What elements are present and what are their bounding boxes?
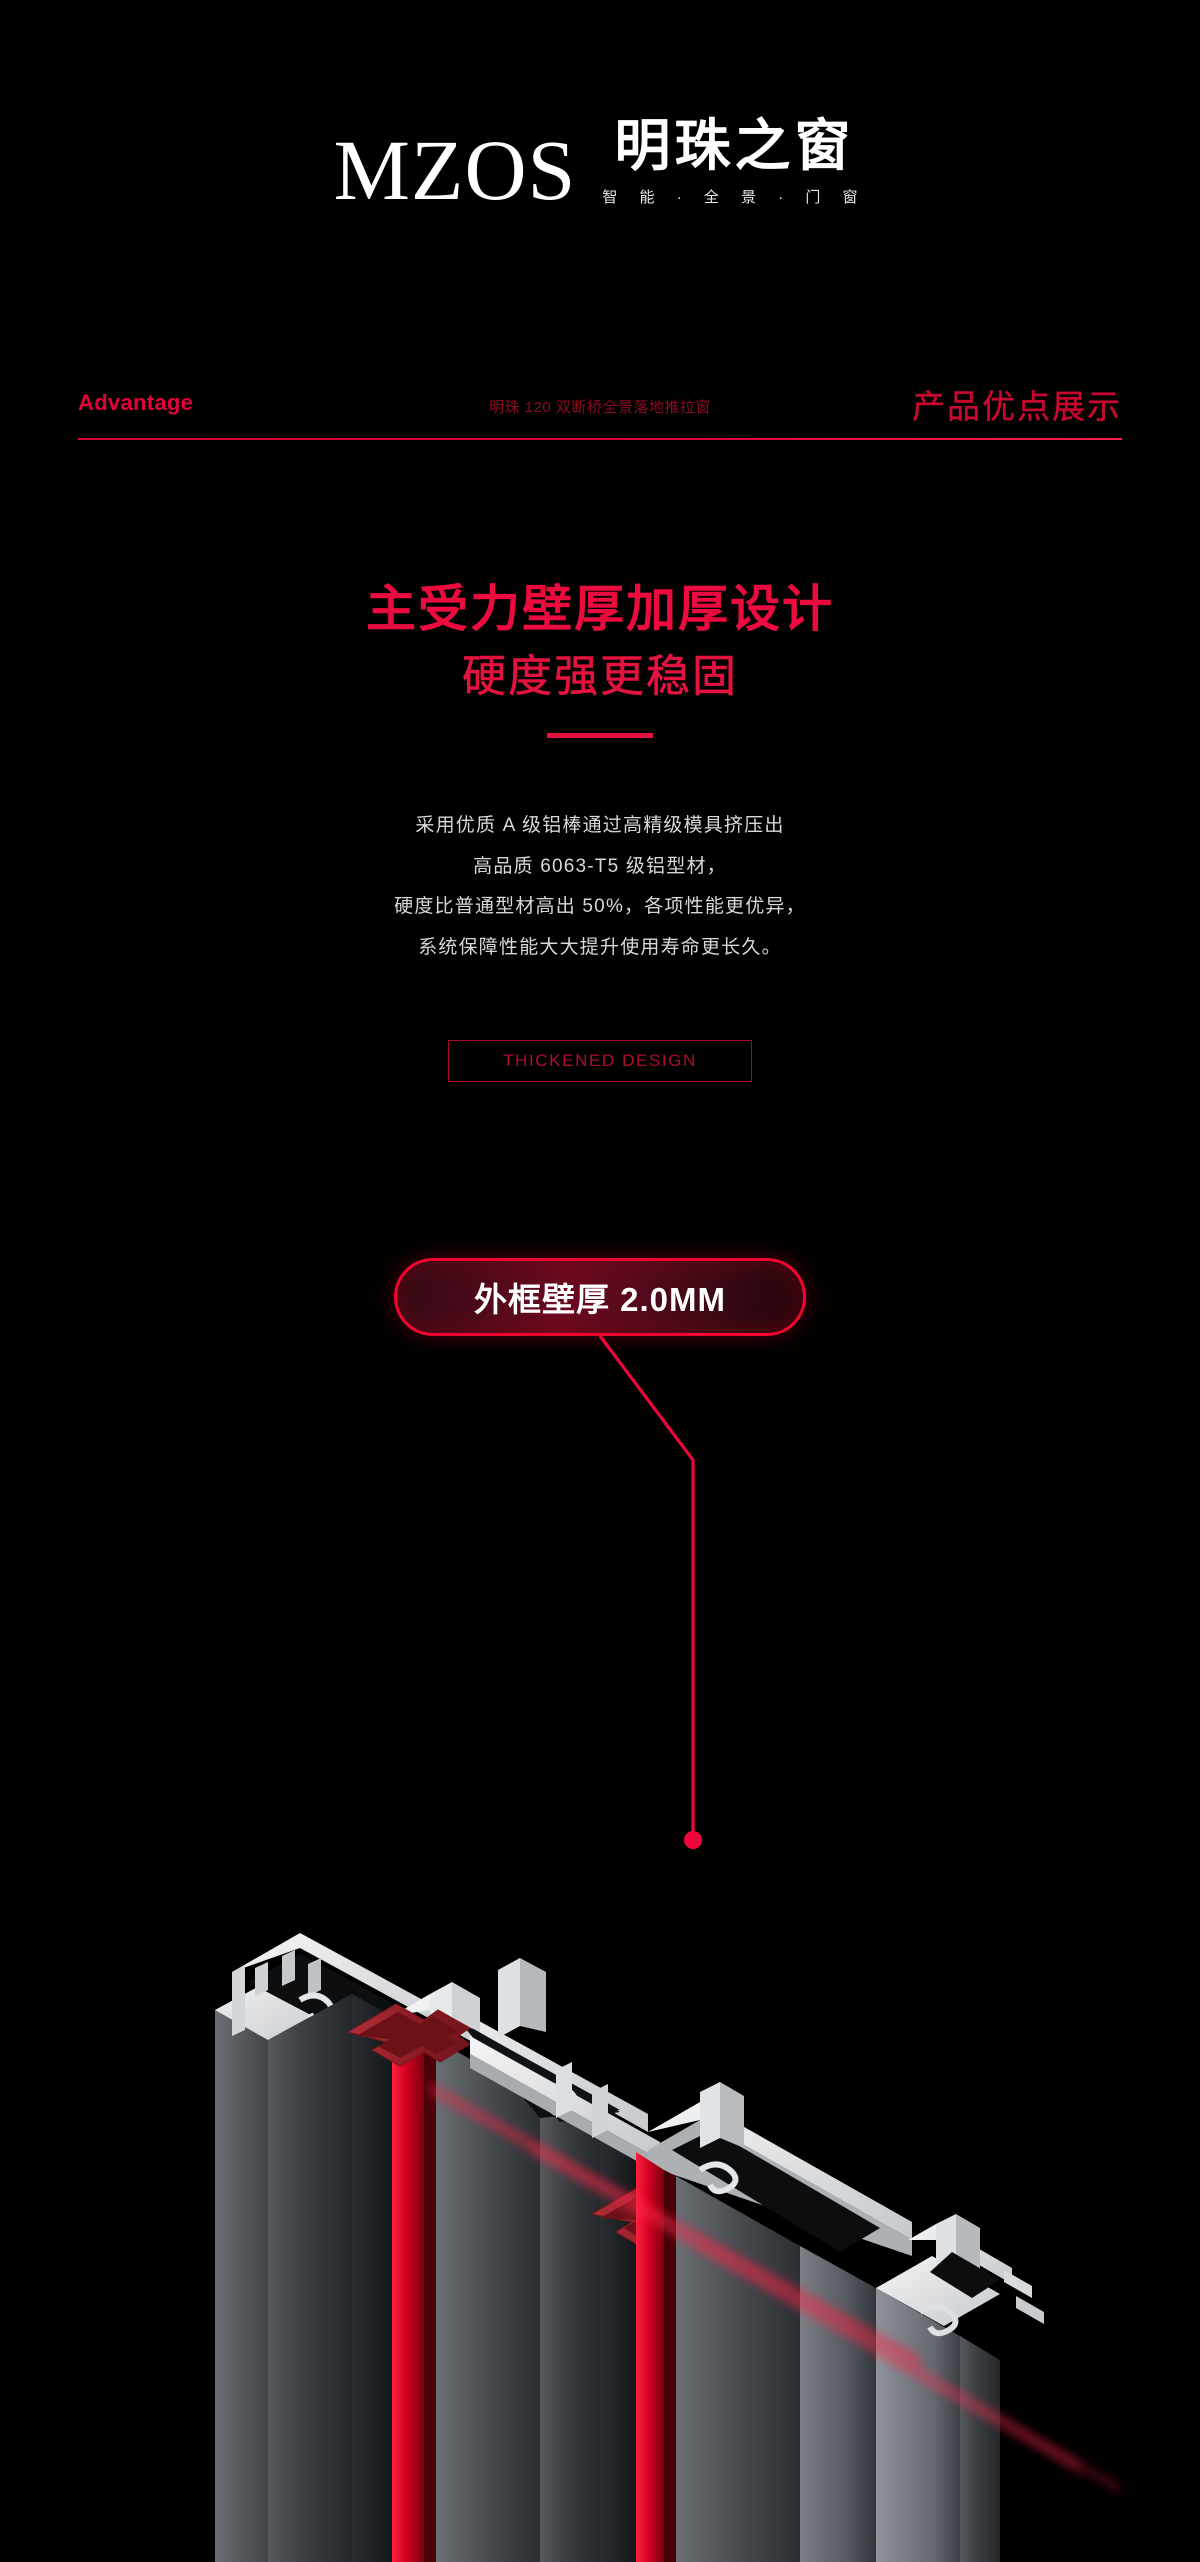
callout-pill-label: 外框壁厚 2.0MM	[473, 1281, 727, 1318]
aluminium-profile-illustration	[215, 1933, 1120, 2562]
advantage-label-cn: 产品优点展示	[912, 388, 1122, 425]
headline-group: 主受力壁厚加厚设计 硬度强更稳固	[0, 580, 1200, 738]
brand-latin-name: MZOS	[333, 121, 577, 218]
advantage-section-bar: Advantage 明珠 120 双断桥全景落地推拉窗 产品优点展示	[78, 386, 1122, 446]
laser-beam-streaks	[430, 2082, 1120, 2494]
thermal-break-insert-upper	[346, 2003, 471, 2067]
product-image-stage	[0, 1470, 1200, 2562]
brand-logo: MZOS 明珠之窗 智 能 · 全 景 · 门 窗	[0, 114, 1200, 218]
callout-pill-wall-thickness: 外框壁厚 2.0MM	[394, 1258, 806, 1336]
headline-secondary: 硬度强更稳固	[462, 652, 738, 702]
profile-center-column	[436, 2040, 636, 2562]
headline-primary: 主受力壁厚加厚设计	[366, 581, 834, 637]
section-divider-line	[78, 438, 1122, 440]
brand-tagline: 智 能 · 全 景 · 门 窗	[602, 189, 867, 206]
headline-underline	[547, 732, 653, 738]
body-copy-line-4: 系统保障性能大大提升使用寿命更长久。	[418, 936, 782, 958]
profile-left-wall	[268, 1994, 392, 2562]
body-copy-line-2: 高品质 6063-T5 级铝型材，	[473, 855, 727, 877]
profile-far-right-leaf	[876, 2214, 1044, 2562]
profile-cross-rail	[470, 2036, 660, 2174]
body-copy-line-3: 硬度比普通型材高出 50%，各项性能更优异，	[394, 896, 806, 918]
advantage-label-en: Advantage	[78, 390, 194, 415]
profile-right-chamber	[648, 2082, 912, 2256]
brand-chinese-name: 明珠之窗	[614, 114, 855, 177]
body-copy-line-1: 采用优质 A 级铝棒通过高精级模具挤压出	[415, 815, 785, 836]
body-copy: 采用优质 A 级铝棒通过高精级模具挤压出 高品质 6063-T5 级铝型材， 硬…	[0, 806, 1200, 969]
thickened-design-badge: THICKENED DESIGN	[448, 1040, 752, 1082]
product-model-name: 明珠 120 双断桥全景落地推拉窗	[489, 399, 711, 416]
thermal-break-stripe-left	[392, 2016, 436, 2562]
thermal-break-stripe-center	[636, 2152, 676, 2562]
thickened-design-badge-label: THICKENED DESIGN	[503, 1051, 697, 1070]
